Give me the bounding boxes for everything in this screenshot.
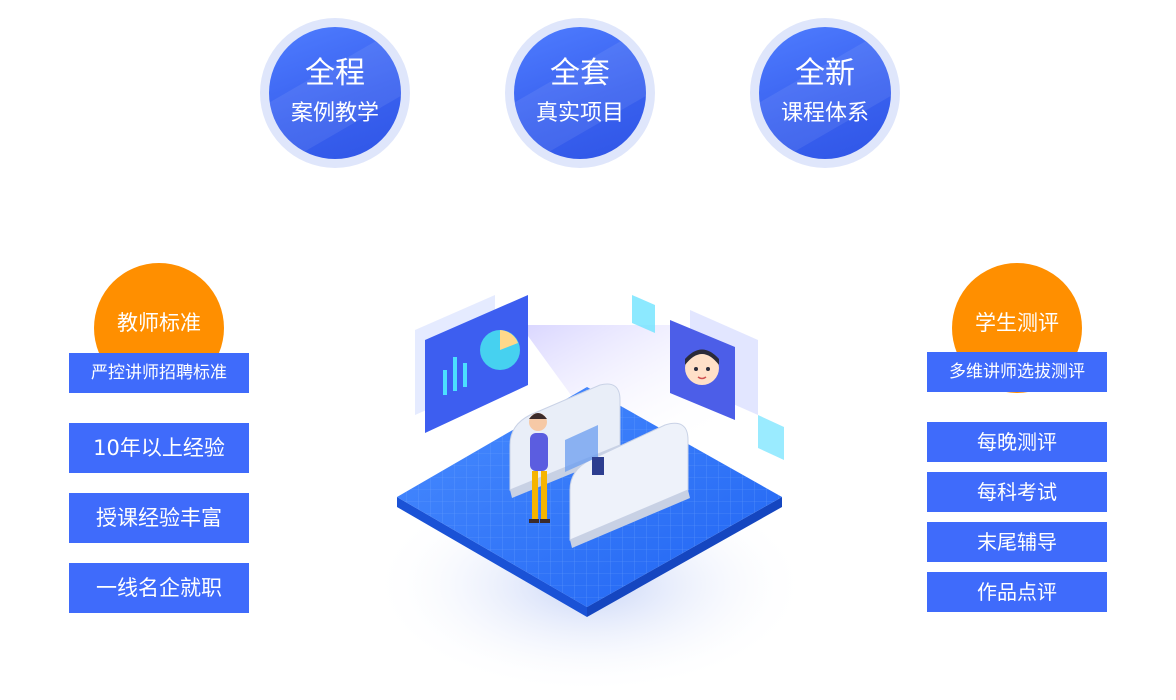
feature-circle-1: 全程 案例教学 — [260, 18, 410, 168]
feature-subtitle: 案例教学 — [290, 101, 379, 126]
feature-subtitle: 真实项目 — [535, 101, 624, 126]
teacher-item: 严控讲师招聘标准 — [69, 353, 249, 393]
student-item: 末尾辅导 — [927, 522, 1107, 562]
feature-circle-3: 全新 课程体系 — [750, 18, 900, 168]
teacher-item: 一线名企就职 — [69, 563, 249, 613]
student-item: 每科考试 — [927, 472, 1107, 512]
feature-subtitle: 课程体系 — [780, 101, 869, 126]
teacher-heading: 教师标准 — [117, 311, 201, 335]
teacher-item: 授课经验丰富 — [69, 493, 249, 543]
feature-title: 全套 — [550, 56, 610, 91]
face-avatar-icon — [685, 349, 719, 385]
feature-circle-2: 全套 真实项目 — [505, 18, 655, 168]
floating-card — [632, 295, 655, 333]
person-icon — [529, 413, 550, 523]
dashboard-panel — [425, 295, 528, 433]
student-item: 每晚测评 — [927, 422, 1107, 462]
floating-card — [758, 415, 784, 460]
student-heading: 学生测评 — [975, 311, 1059, 335]
floor-side-right — [587, 497, 782, 617]
teacher-item: 10年以上经验 — [69, 423, 249, 473]
student-item: 作品点评 — [927, 572, 1107, 612]
feature-title: 全新 — [795, 56, 855, 91]
floor-side — [397, 497, 587, 617]
pie-chart-icon — [480, 330, 520, 370]
bar-chart-icon — [443, 357, 467, 395]
feature-title: 全程 — [305, 56, 365, 91]
isometric-illustration — [370, 295, 810, 695]
turnstile-gate-icon — [509, 383, 690, 548]
student-item: 多维讲师选拔测评 — [927, 352, 1107, 392]
